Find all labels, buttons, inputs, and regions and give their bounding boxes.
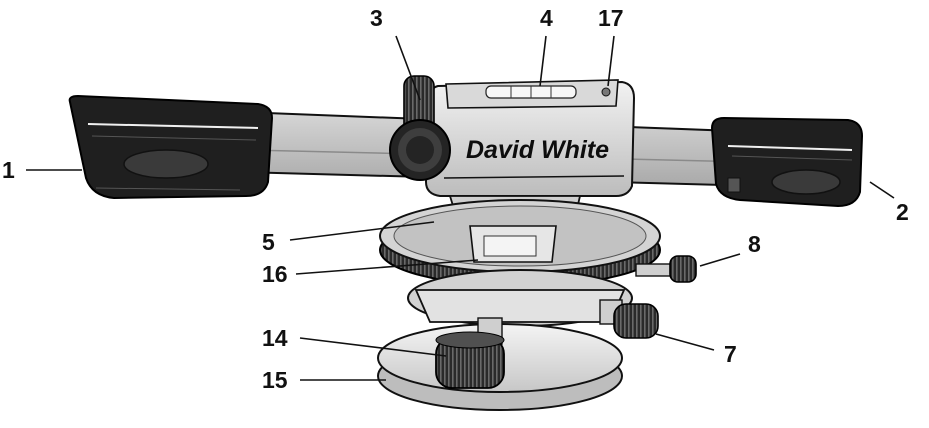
body-housing: David White <box>424 79 636 197</box>
callout-16: 16 <box>262 261 288 287</box>
clamp-screw <box>599 299 659 339</box>
leader-14 <box>299 337 447 357</box>
focus-knob <box>389 75 451 181</box>
callout-8: 8 <box>748 231 761 257</box>
leader-8 <box>699 253 741 267</box>
horizontal-circle <box>379 199 661 287</box>
leader-17 <box>607 35 615 87</box>
callout-15: 15 <box>262 367 288 393</box>
leader-3 <box>395 35 421 101</box>
leader-16 <box>295 259 479 275</box>
callout-5: 5 <box>262 229 275 255</box>
leader-lines <box>26 35 895 381</box>
brand-label: David White <box>466 136 609 164</box>
callout-4: 4 <box>540 5 553 31</box>
tangent-screw <box>635 255 697 283</box>
leader-2 <box>869 181 895 199</box>
callout-labels: 1 2 3 4 5 7 8 14 15 16 17 <box>2 5 909 393</box>
callout-1: 1 <box>2 157 15 183</box>
tribrach <box>407 269 633 337</box>
right-sunshade-end <box>710 116 864 208</box>
callout-3: 3 <box>370 5 383 31</box>
leader-4 <box>539 35 547 87</box>
leader-7 <box>655 333 715 351</box>
callout-17: 17 <box>598 5 624 31</box>
callout-7: 7 <box>724 341 737 367</box>
left-sunshade-end <box>68 94 274 200</box>
callout-14: 14 <box>262 325 288 351</box>
callout-2: 2 <box>896 199 909 225</box>
leader-5 <box>289 221 435 241</box>
leveling-screw <box>435 317 505 389</box>
